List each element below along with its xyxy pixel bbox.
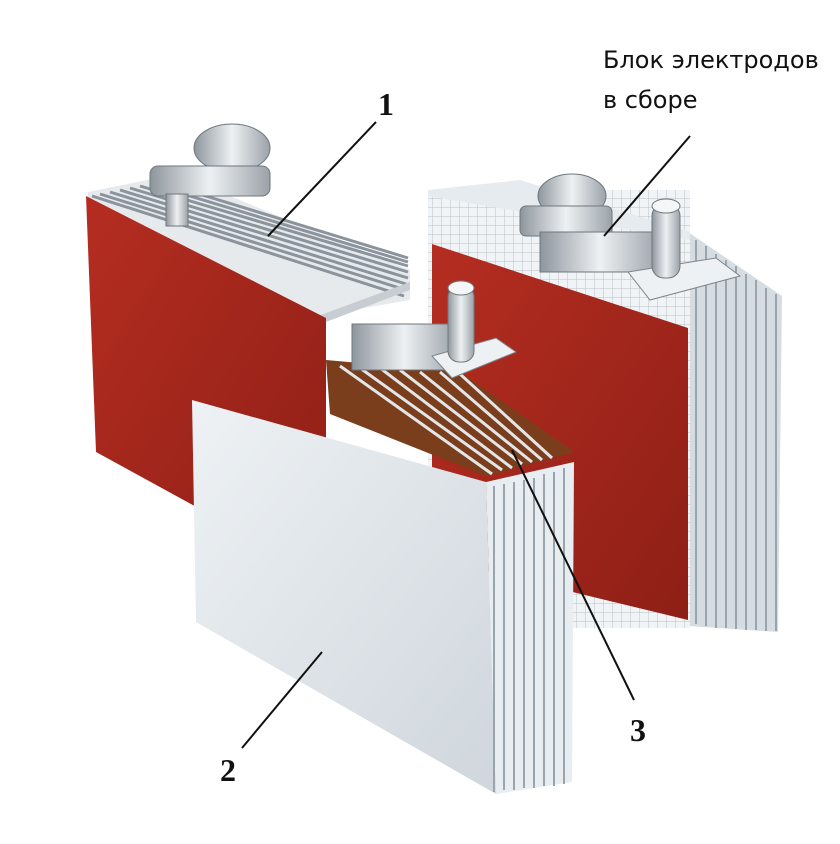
negative-plates-terminal bbox=[351, 280, 518, 379]
separators-stack bbox=[192, 280, 574, 794]
leader-line-3 bbox=[511, 449, 635, 701]
caption-line-1: Блок электродов bbox=[603, 46, 819, 74]
positive-plates-lug bbox=[149, 123, 271, 227]
assembled-block-side-ribs bbox=[688, 232, 782, 632]
callout-lines bbox=[241, 121, 691, 749]
caption-line-2: в сборе bbox=[603, 86, 698, 114]
separator-side-edges bbox=[486, 462, 574, 794]
label-1: 1 bbox=[378, 86, 394, 122]
leader-line-1 bbox=[267, 121, 377, 237]
separator-front-sheet bbox=[192, 400, 496, 794]
label-2: 2 bbox=[220, 752, 236, 788]
leader-line-2 bbox=[241, 651, 323, 749]
assembled-block-terminals bbox=[519, 173, 742, 301]
electrode-block-caption: Блок электродов в сборе bbox=[603, 40, 819, 120]
leader-line-caption bbox=[603, 135, 691, 237]
label-3: 3 bbox=[630, 712, 646, 748]
